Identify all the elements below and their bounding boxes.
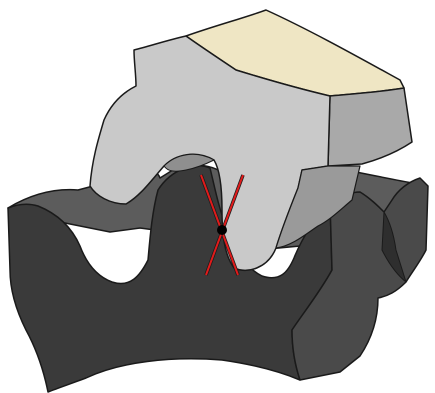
lower-gear <box>8 162 428 392</box>
pitch-point <box>217 225 227 235</box>
upper-gear-side-face <box>328 88 412 166</box>
